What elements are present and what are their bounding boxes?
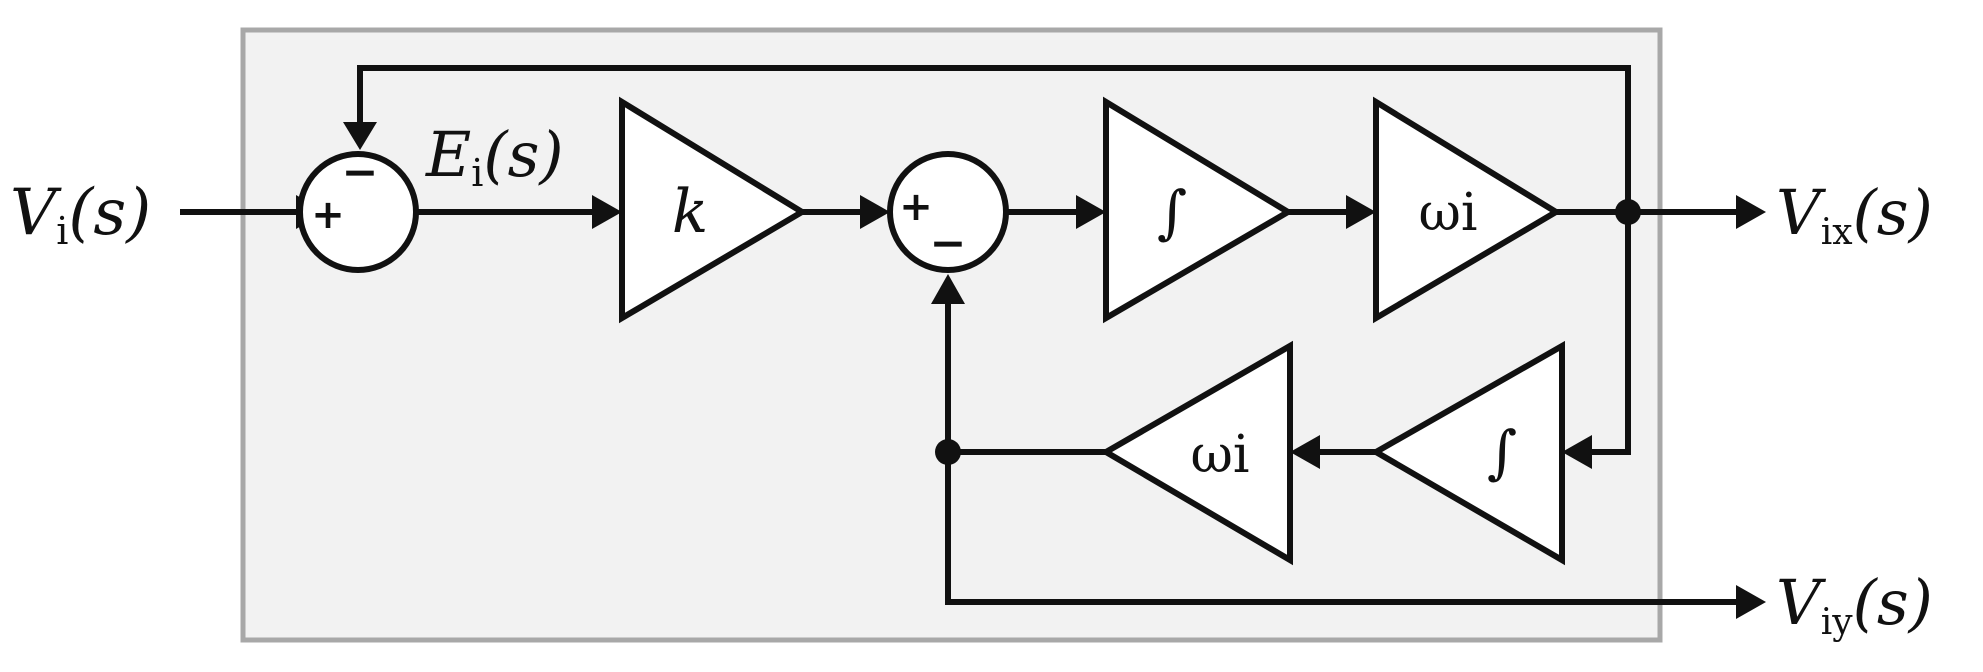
integrator-bottom-block: ∫ (1369, 340, 1565, 566)
omega-bottom-label: ωi (1190, 425, 1249, 485)
top-feedback-line (357, 65, 1631, 212)
qy-feedback-arrowhead (931, 274, 965, 304)
input-label-arg: (s) (68, 176, 151, 250)
integrator-top-block: ∫ (1103, 96, 1294, 324)
output-y-label-sub: iy (1821, 602, 1854, 643)
right-branch-line (1592, 212, 1631, 455)
gain-k-block: k (619, 96, 808, 324)
error-label-sub: i (471, 151, 483, 195)
output-x-label: Vix(s) (1776, 176, 1933, 253)
int-top-output-arrowhead (1346, 195, 1376, 229)
input-label: Vi(s) (10, 176, 151, 253)
omega-top-label: ωi (1418, 183, 1477, 243)
error-label: Ei(s) (425, 118, 564, 195)
sum2-output-arrowhead (1076, 195, 1106, 229)
sum1-minus-sign: − (342, 147, 379, 198)
output-y-label: Viy(s) (1776, 566, 1933, 643)
output-x-label-sub: ix (1821, 212, 1853, 253)
sum2-minus-sign: − (930, 218, 967, 269)
error-label-main: E (425, 118, 471, 191)
summing-junction-2: + − (887, 151, 1009, 273)
int-bottom-output-arrowhead (1290, 435, 1320, 469)
output-y-line (945, 452, 1736, 605)
input-label-main: V (10, 176, 62, 250)
omega-top-block: ωi (1373, 96, 1562, 324)
gain-k-label: k (672, 177, 708, 247)
output-x-label-arg: (s) (1853, 176, 1933, 249)
output-y-label-main: V (1776, 566, 1827, 639)
integrator-top-label: ∫ (1157, 178, 1187, 246)
junction-dot-top (1615, 199, 1641, 225)
omega-bottom-block: ωi (1100, 340, 1293, 566)
integrator-bottom-label: ∫ (1487, 418, 1517, 486)
error-label-arg: (s) (483, 118, 563, 191)
error-arrowhead (592, 195, 622, 229)
right-branch-arrowhead (1562, 435, 1592, 469)
summing-junction-1: + − (297, 147, 419, 273)
k-output-arrowhead (860, 195, 890, 229)
sum1-plus-sign: + (311, 192, 345, 238)
output-y-label-arg: (s) (1853, 566, 1933, 639)
output-x-arrowhead (1736, 195, 1766, 229)
input-label-sub: i (56, 209, 68, 253)
output-x-label-main: V (1776, 176, 1827, 249)
junction-dot-bottom (935, 439, 961, 465)
output-y-arrowhead (1736, 585, 1766, 619)
sum2-plus-sign: + (899, 184, 933, 230)
top-feedback-arrowhead (343, 122, 377, 150)
